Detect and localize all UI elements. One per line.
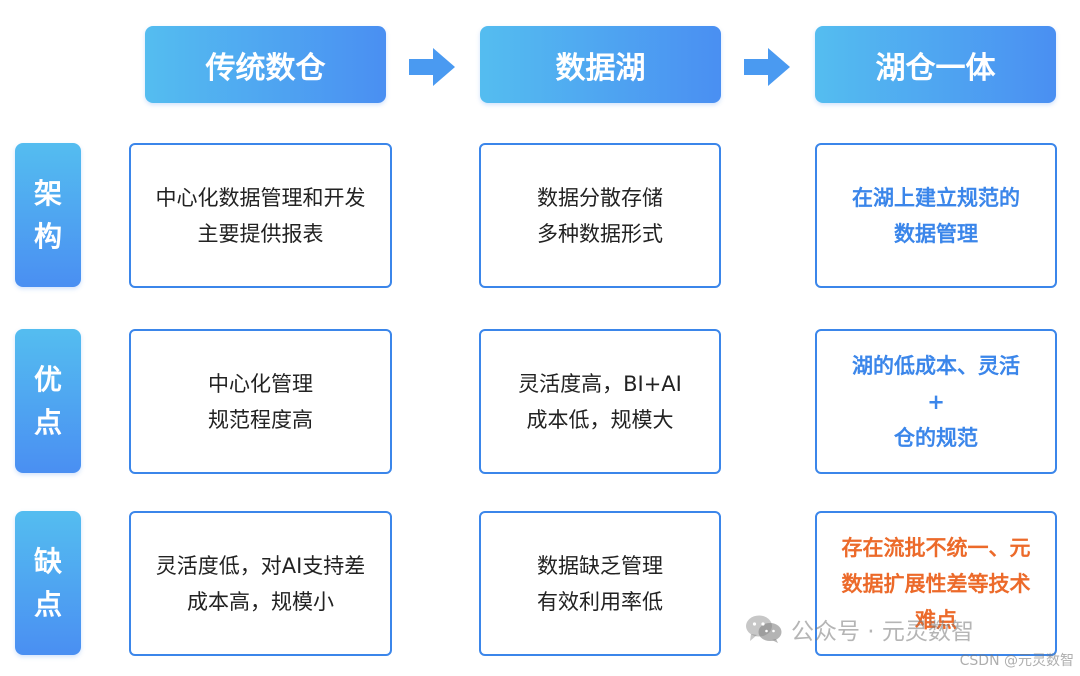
row-label-char: 优 xyxy=(33,363,62,396)
cell-disadvantages-traditional: 灵活度低，对AI支持差 成本高，规模小 xyxy=(129,511,392,656)
cell-line: 在湖上建立规范的 xyxy=(852,185,1020,210)
cell-line: 成本低，规模大 xyxy=(526,407,674,432)
watermark-text: 公众号 · 元灵数智 xyxy=(791,619,974,645)
header-data-lake: 数据湖 xyxy=(480,26,721,103)
header-lakehouse: 湖仓一体 xyxy=(815,26,1056,103)
cell-advantages-lake: 灵活度高，BI+AI 成本低，规模大 xyxy=(479,329,721,474)
cell-advantages-lakehouse: 湖的低成本、灵活 + 仓的规范 xyxy=(815,329,1057,474)
wechat-icon xyxy=(746,615,782,643)
csdn-watermark: CSDN @元灵数智 xyxy=(959,653,1074,669)
cell-line: 数据管理 xyxy=(894,221,978,246)
cell-line: 数据分散存储 xyxy=(537,185,663,210)
cell-line: 仓的规范 xyxy=(894,425,978,450)
row-label-architecture: 架 构 xyxy=(15,143,81,287)
row-label-char: 缺 xyxy=(33,545,62,578)
cell-line: 存在流批不统一、元 xyxy=(841,535,1031,560)
row-label-char: 点 xyxy=(33,406,62,439)
cell-line: 数据扩展性差等技术 xyxy=(841,571,1031,596)
header-traditional-warehouse: 传统数仓 xyxy=(145,26,386,103)
cell-architecture-lake: 数据分散存储 多种数据形式 xyxy=(479,143,721,288)
cell-line: 成本高，规模小 xyxy=(187,589,334,614)
arrow-right-icon xyxy=(744,48,790,86)
row-label-disadvantages: 缺 点 xyxy=(15,511,81,655)
cell-line: 数据缺乏管理 xyxy=(537,553,663,578)
cell-line: 灵活度高，BI+AI xyxy=(518,371,682,396)
cell-line: 灵活度低，对AI支持差 xyxy=(155,553,366,578)
cell-line: 规范程度高 xyxy=(208,407,313,432)
cell-line: 中心化数据管理和开发 xyxy=(155,185,366,210)
cell-line: 主要提供报表 xyxy=(197,221,324,246)
row-label-char: 架 xyxy=(33,177,62,210)
cell-disadvantages-lake: 数据缺乏管理 有效利用率低 xyxy=(479,511,721,656)
arrow-right-icon xyxy=(409,48,455,86)
cell-line: 多种数据形式 xyxy=(537,221,663,246)
cell-disadvantages-lakehouse: 存在流批不统一、元 数据扩展性差等技术 难点 xyxy=(815,511,1057,656)
cell-line: 中心化管理 xyxy=(208,371,313,396)
row-label-advantages: 优 点 xyxy=(15,329,81,473)
cell-architecture-lakehouse: 在湖上建立规范的 数据管理 xyxy=(815,143,1057,288)
cell-architecture-traditional: 中心化数据管理和开发 主要提供报表 xyxy=(129,143,392,288)
cell-line: 湖的低成本、灵活 xyxy=(852,353,1020,378)
cell-line: 有效利用率低 xyxy=(537,589,663,614)
row-label-char: 点 xyxy=(33,588,62,621)
watermark: 公众号 · 元灵数智 xyxy=(745,612,974,646)
cell-line: 难点 xyxy=(915,607,957,632)
row-label-char: 构 xyxy=(33,220,62,253)
cell-advantages-traditional: 中心化管理 规范程度高 xyxy=(129,329,392,474)
cell-line: + xyxy=(927,389,945,414)
